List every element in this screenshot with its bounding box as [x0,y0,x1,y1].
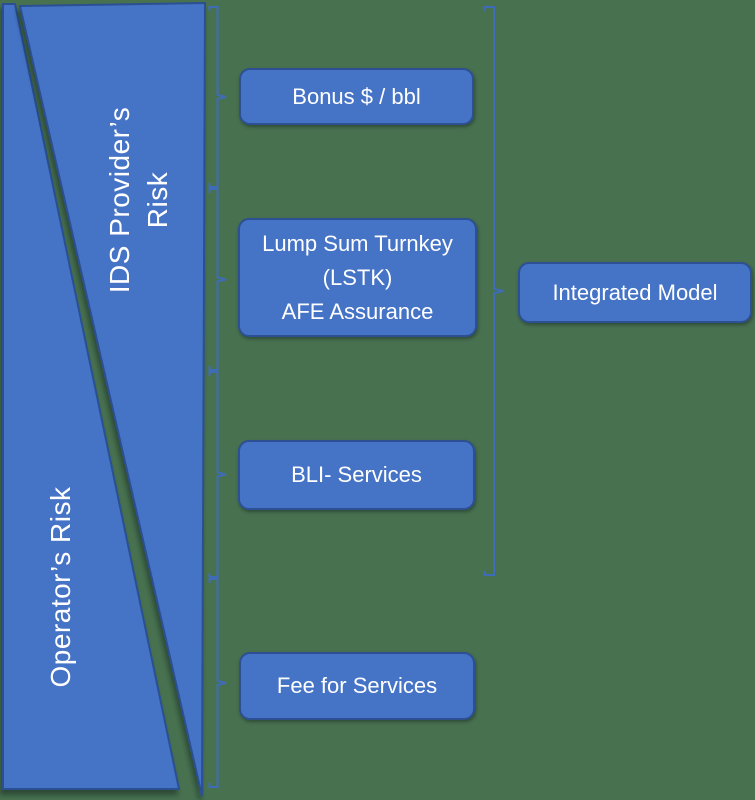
bracket-fee [208,578,227,788]
lstk-label-line1: Lump Sum Turnkey [262,230,453,256]
lstk-label-line2: (LSTK) [322,264,393,290]
bli-services-box: BLI- Services [238,440,475,510]
integrated-model-box: Integrated Model [518,262,752,323]
risk-level-brackets [208,6,227,788]
bracket-lstk [208,188,227,371]
bonus-per-bbl-label: Bonus $ / bbl [292,83,421,109]
lump-sum-turnkey-box: Lump Sum Turnkey (LSTK) AFE Assurance [238,218,477,337]
fee-for-services-box: Fee for Services [239,652,475,720]
bracket-bonus [208,6,227,188]
integrated-model-label: Integrated Model [552,279,718,305]
bracket-bli [208,371,227,578]
bonus-per-bbl-box: Bonus $ / bbl [239,68,474,125]
fee-for-services-label: Fee for Services [276,673,438,698]
ids-provider-risk-triangle [18,1,207,797]
lstk-label-line3: AFE Assurance [281,298,434,324]
operator-risk-triangle [2,3,181,790]
bli-services-label: BLI- Services [291,462,422,487]
integration-bracket [483,6,504,576]
